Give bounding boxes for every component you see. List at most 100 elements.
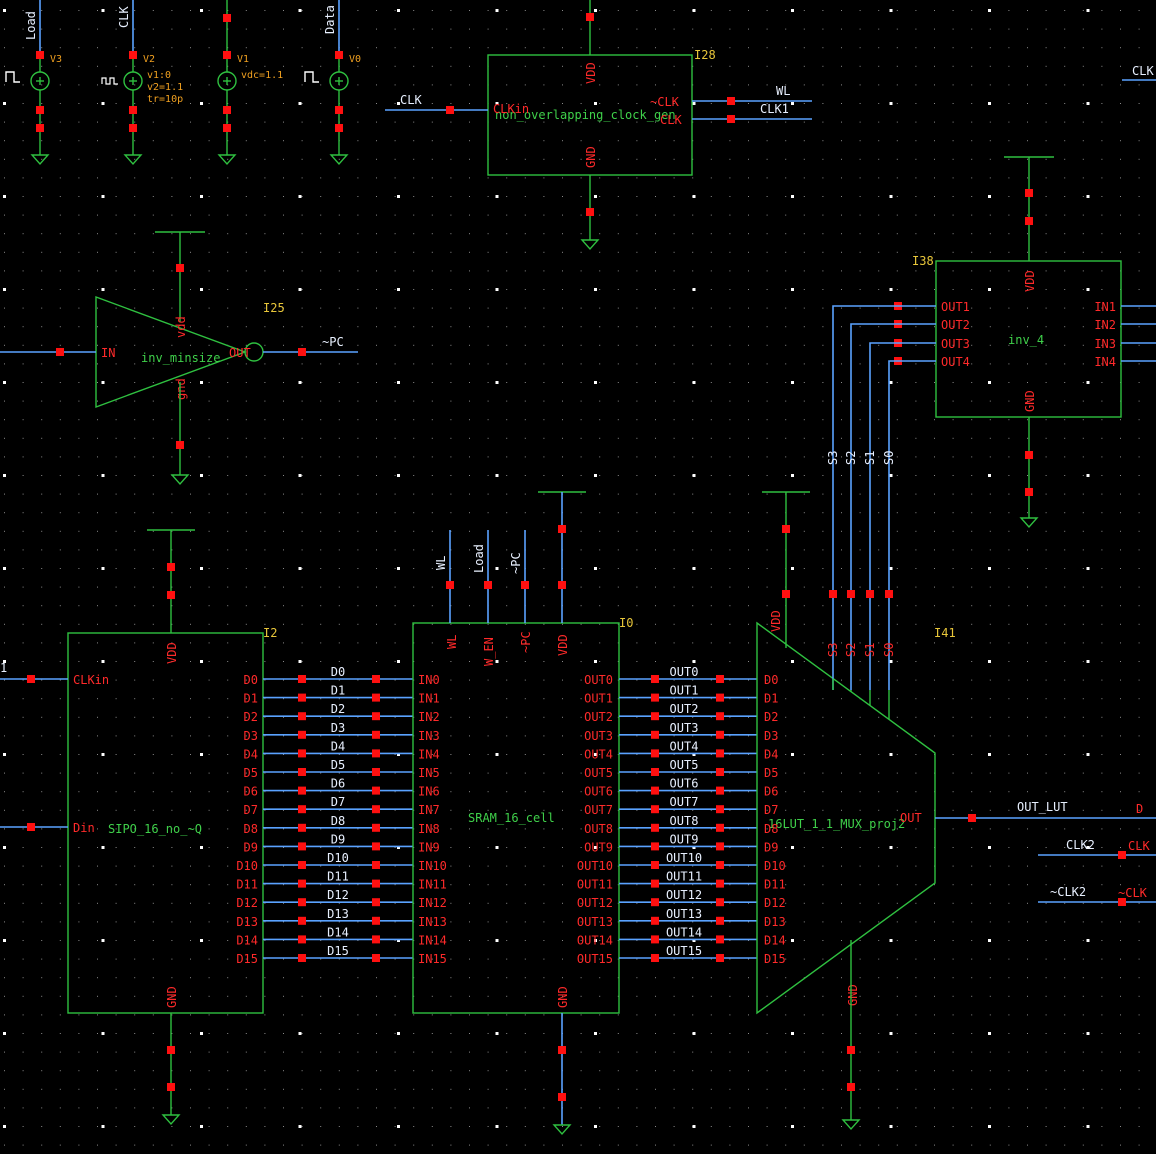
inv4-block[interactable]: I38 inv_4 VDD GND OUT1OUT2OUT3OUT4IN1IN2… (894, 156, 1156, 529)
net-label-not-clk2: ~CLK2 (1050, 885, 1086, 899)
pin-marker (716, 898, 724, 907)
pin-sram-out6: OUT6 (584, 785, 613, 799)
pin-sipo-din: Din (73, 821, 95, 835)
wire-select-3[interactable] (888, 360, 936, 690)
pin-sram-out13: OUT13 (577, 915, 613, 929)
pin-sram-wen: W_EN (482, 637, 496, 666)
pin-marker (651, 935, 659, 944)
pin-mux-vdd: VDD (769, 610, 783, 632)
pin-sipo-d5: D5 (244, 766, 258, 780)
pin-mux-out: OUT (900, 811, 922, 825)
instance-label-i41: I41 (934, 626, 956, 640)
pin-inv4-in2: IN2 (1094, 318, 1116, 332)
pin-sipo-d12: D12 (236, 896, 258, 910)
pin-sram-wl: WL (445, 635, 459, 649)
pin-marker (716, 693, 724, 702)
pin-sram-in11: IN11 (418, 878, 447, 892)
pin-sipo-d1: D1 (244, 692, 258, 706)
pin-sipo-d7: D7 (244, 803, 258, 817)
pin-marker (298, 675, 306, 683)
pin-marker (372, 823, 380, 832)
mux-block[interactable]: I41 16LUT_1_1_MUX_proj2 VDD GND OUT D0D1… (756, 305, 1156, 1131)
pin-marker (716, 935, 724, 944)
net-label-clk-edge: CLK (1132, 64, 1154, 78)
net-label-d14: D14 (327, 925, 349, 939)
pin-vdd: VDD (584, 62, 598, 84)
pin-sram-in0: IN0 (418, 673, 440, 687)
source-v2[interactable]: CLK V2 v1:0 v2=1.1 tr=10p (101, 0, 183, 166)
net-label-out9: OUT9 (670, 832, 699, 846)
inverter-block[interactable]: IN inv_minsize OUT vdd gnd I25 ~PC (0, 231, 358, 486)
cell-name-sipo: SIPO_16_no_~Q (108, 822, 202, 836)
pin-mux-sel-2: S1 (863, 643, 877, 657)
wire-select-2[interactable] (869, 342, 936, 690)
net-label-d11: D11 (327, 870, 349, 884)
pin-mux-d13: D13 (764, 915, 786, 929)
net-label-d5: D5 (331, 758, 345, 772)
pin-marker (716, 768, 724, 776)
clock-gen-block[interactable]: I28 non_overlapping_clock_gen CLKin ~CLK… (385, 0, 1156, 251)
pin-inv4-vdd: VDD (1023, 270, 1037, 292)
cell-name-clock-gen: non_overlapping_clock_gen (495, 108, 676, 122)
net-label-clk: CLK (117, 6, 131, 28)
pin-inv4-in1: IN1 (1094, 300, 1116, 314)
wire-select-0[interactable] (832, 305, 936, 690)
pin-sipo-gnd: GND (165, 986, 179, 1008)
pin-marker (372, 898, 380, 907)
pin-sram-in3: IN3 (418, 729, 440, 743)
pin-sipo-d13: D13 (236, 915, 258, 929)
source-v3[interactable]: Load V3 (5, 0, 62, 166)
pin-mux-d12: D12 (764, 896, 786, 910)
cell-name-inv4: inv_4 (1008, 333, 1044, 347)
net-label-d12: D12 (327, 888, 349, 902)
pin-marker (651, 842, 659, 851)
net-label-clk-in: CLK (400, 93, 422, 107)
pin-marker (372, 675, 380, 683)
pin-marker (651, 954, 659, 962)
pin-sram-out14: OUT14 (577, 933, 613, 947)
pin-inv4-out3: OUT3 (941, 337, 970, 351)
pin-sram-out2: OUT2 (584, 710, 613, 724)
pin-sram-in7: IN7 (418, 803, 440, 817)
pin-sram-out11: OUT11 (577, 878, 613, 892)
pin-marker (372, 805, 380, 814)
pin-marker (372, 768, 380, 776)
wire-select-1[interactable] (850, 323, 936, 690)
source-v1[interactable]: V1 vdc=1.1 (217, 0, 283, 166)
pin-marker (651, 916, 659, 925)
pin-marker (716, 730, 724, 739)
source-name-v3: V3 (50, 54, 62, 65)
pin-marker (651, 712, 659, 721)
pin-marker (298, 898, 306, 907)
net-label-sram-wl: WL (434, 556, 448, 570)
pin-inv-in: IN (101, 346, 115, 360)
net-label-out2: OUT2 (670, 702, 699, 716)
pin-marker (866, 590, 874, 598)
pin-marker (298, 805, 306, 814)
pin-sipo-d4: D4 (244, 747, 258, 761)
pin-sipo-vdd: VDD (165, 642, 179, 664)
source-param-v2: v2=1.1 (147, 82, 183, 93)
pin-mux-d1: D1 (764, 692, 778, 706)
net-label-sel-1: S2 (844, 451, 858, 465)
pin-marker (298, 823, 306, 832)
pin-marker (651, 786, 659, 795)
net-label-d15: D15 (327, 944, 349, 958)
pin-marker (372, 786, 380, 795)
source-v0[interactable]: Data V0 (304, 0, 361, 166)
net-label-d9: D9 (331, 832, 345, 846)
pin-marker (298, 712, 306, 721)
pin-inv4-out1: OUT1 (941, 300, 970, 314)
sipo-block[interactable]: I2 SIPO_16_no_~Q VDD GND CLKin Din 1 D0D… (0, 529, 277, 1126)
pin-clkin: CLKin (493, 102, 529, 116)
net-label-clk-sipo-partial: 1 (0, 661, 7, 675)
net-label-sram-load: Load (472, 544, 486, 573)
pin-marker (716, 842, 724, 851)
pin-sram-out12: OUT12 (577, 896, 613, 910)
pin-sram-in12: IN12 (418, 896, 447, 910)
pin-sram-out0: OUT0 (584, 673, 613, 687)
sram-block[interactable]: I0 SRAM_16_cell WL W_EN ~PC VDD GND WL L… (412, 491, 633, 1136)
pin-marker (298, 730, 306, 739)
net-label-d1: D1 (331, 684, 345, 698)
